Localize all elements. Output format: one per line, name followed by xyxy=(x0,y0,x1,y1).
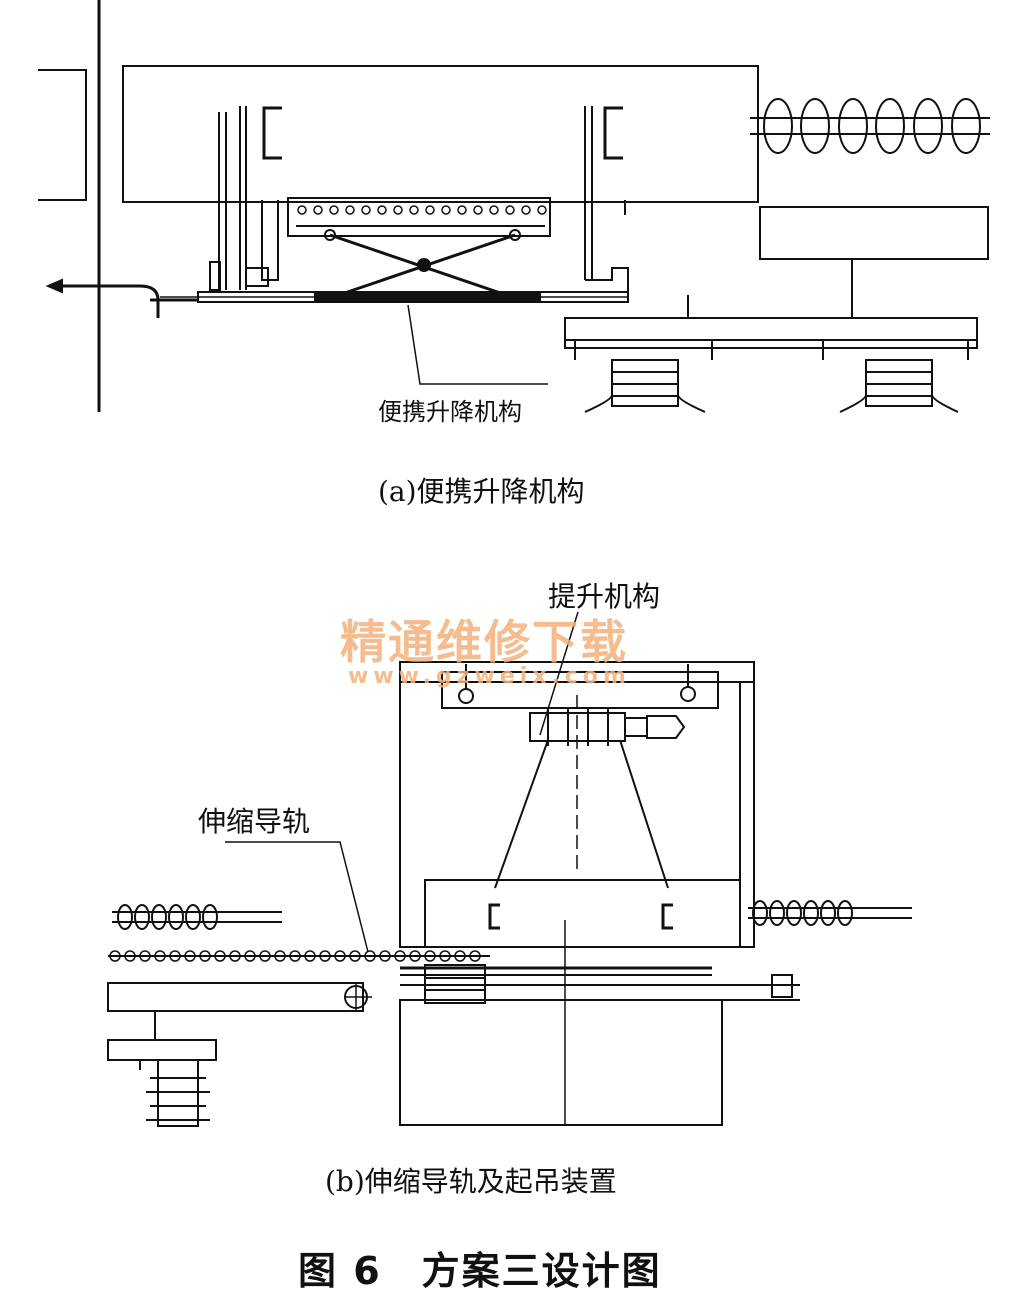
figure-title: 图 6 方案三设计图 xyxy=(298,1249,662,1293)
insulator-string-b-right xyxy=(748,900,912,926)
telescopic-rail xyxy=(108,950,490,962)
watermark-url: www.gzweix.com xyxy=(348,664,631,689)
caption-part-a: (a)便携升降机构 xyxy=(378,475,585,508)
callout-portable-lift: 便携升降机构 xyxy=(378,398,522,426)
callout-lift-mechanism: 提升机构 xyxy=(548,580,661,613)
part-a-drawing xyxy=(38,0,990,413)
support-insulators-a xyxy=(584,359,959,413)
watermark-text: 精通维修下载 xyxy=(340,615,628,669)
part-b-drawing xyxy=(107,611,912,1127)
support-insulator-b xyxy=(146,1059,210,1127)
caption-part-b: (b)伸缩导轨及起吊装置 xyxy=(325,1165,617,1198)
hoist-drum xyxy=(529,708,686,746)
insulator-string-a xyxy=(750,98,990,154)
callout-telescopic-rail: 伸缩导轨 xyxy=(198,805,311,838)
insulator-string-b-left xyxy=(112,904,282,930)
